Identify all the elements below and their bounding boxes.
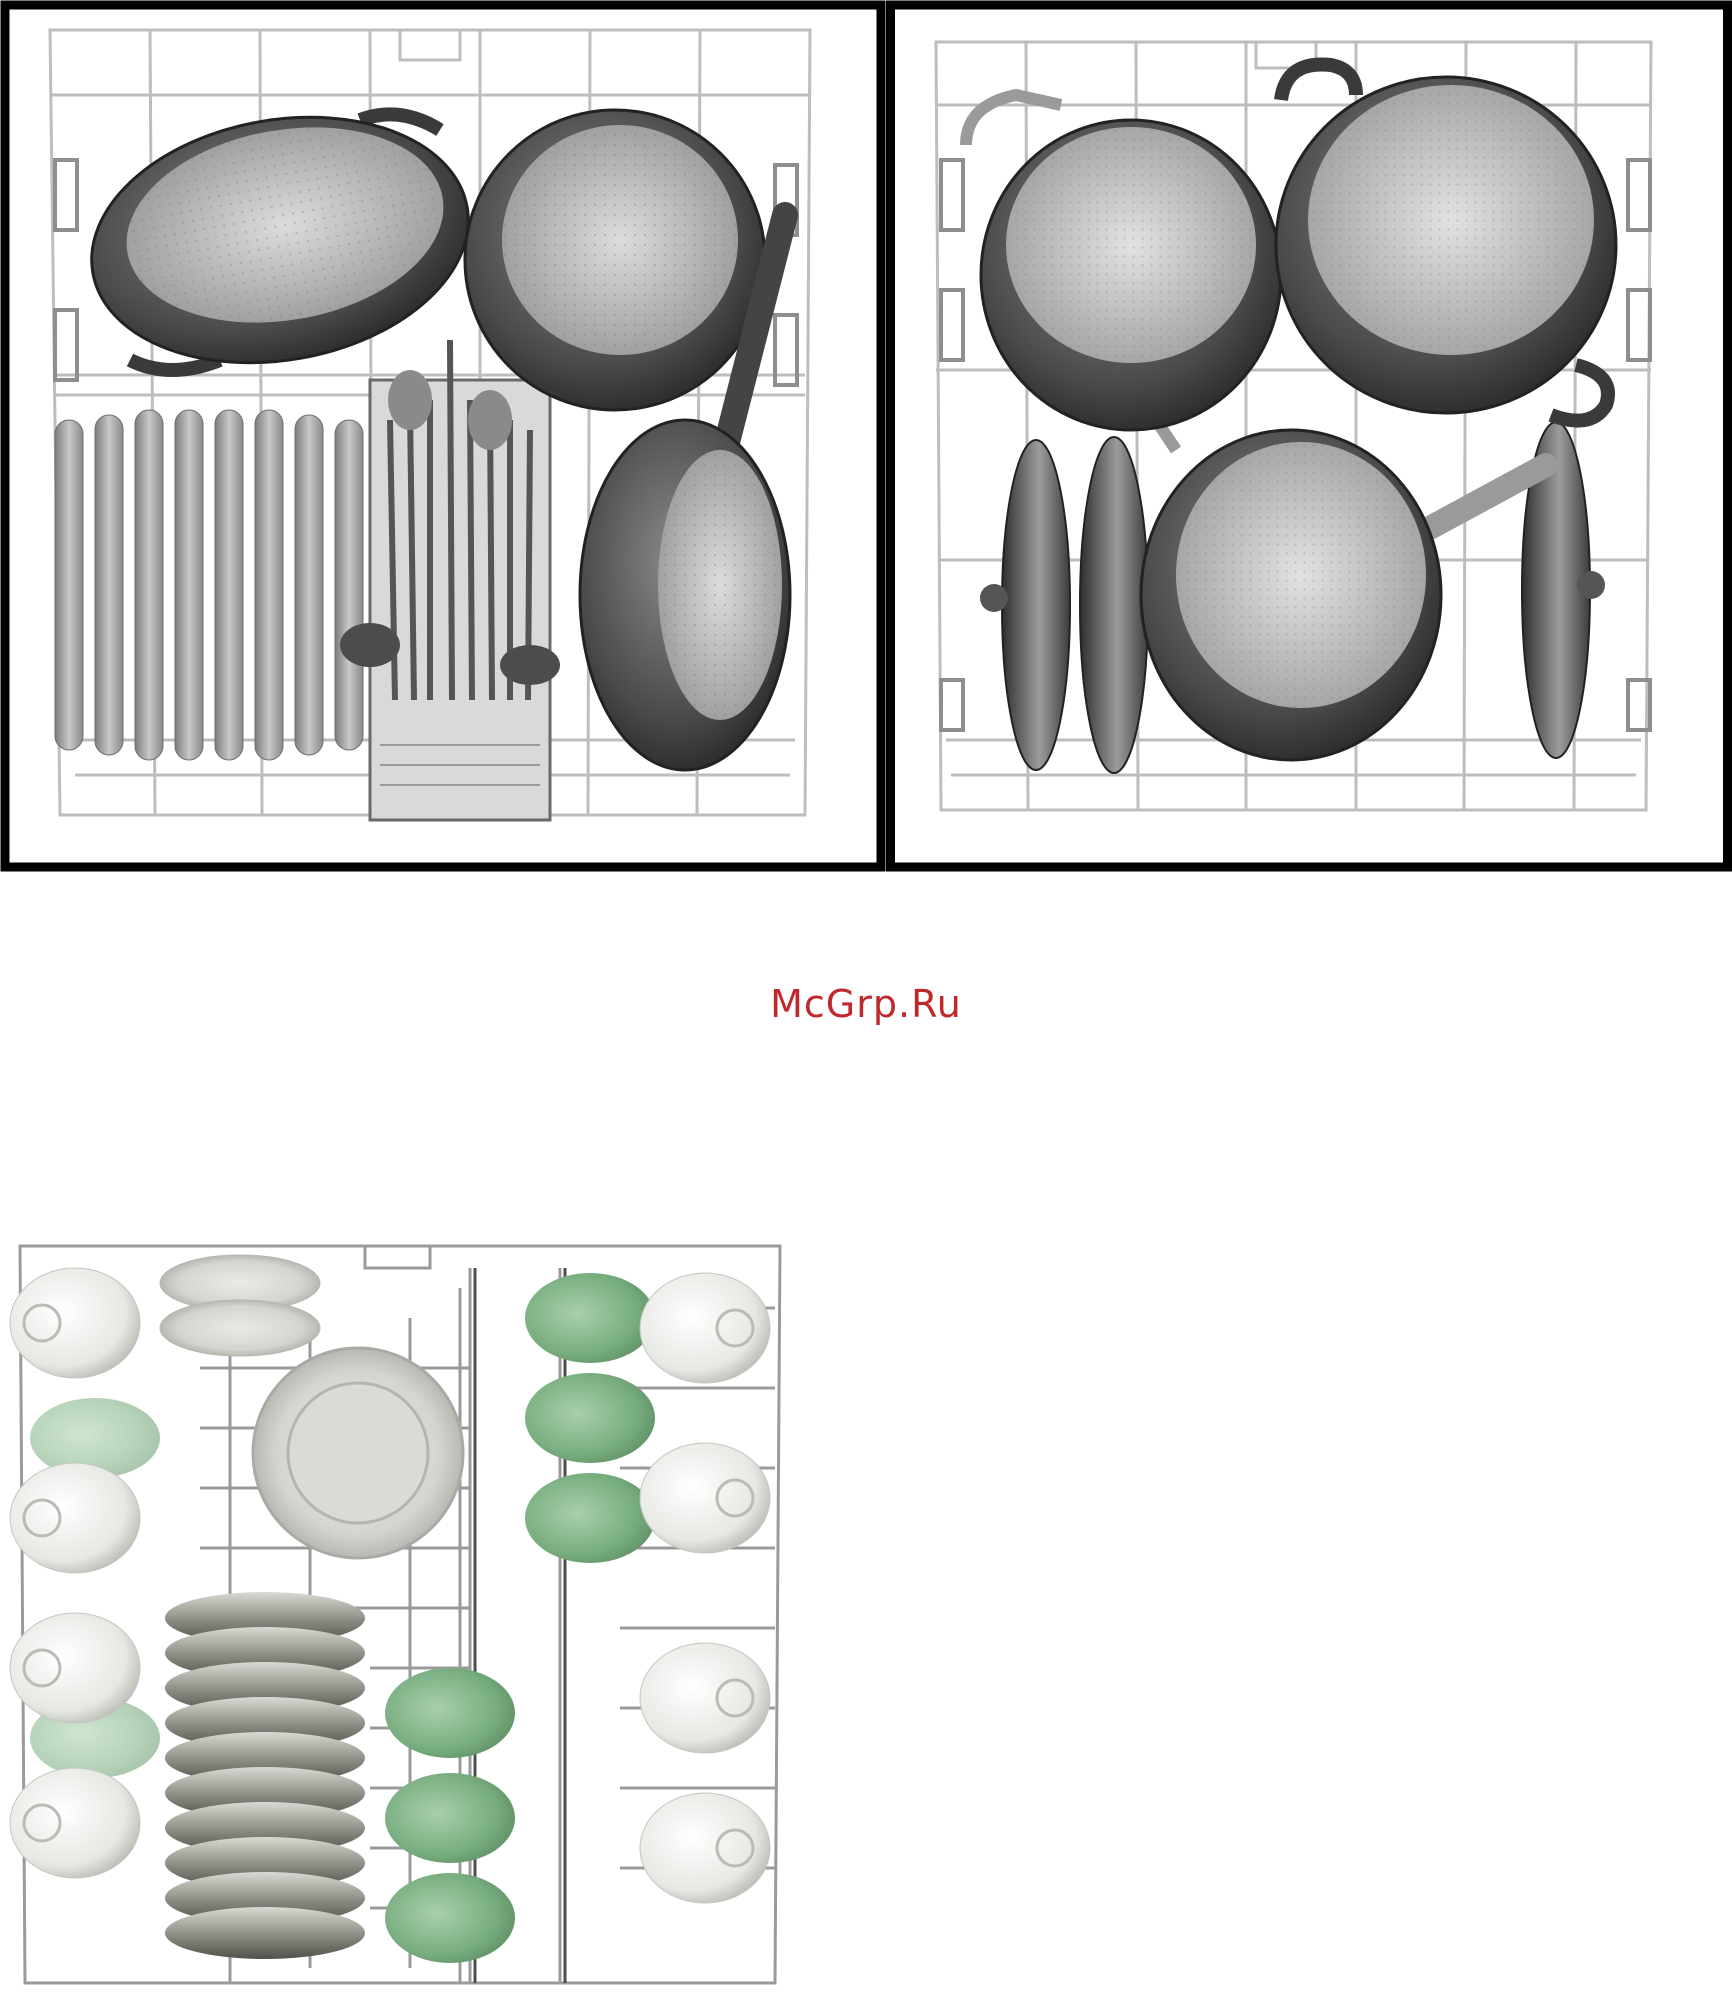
lower-basket-mixed-load-figure [0, 0, 886, 872]
lower-basket-pans-load-figure [886, 0, 1732, 872]
upper-basket-load-figure [0, 1228, 800, 2006]
upper-basket-illustration [0, 1228, 800, 2006]
watermark-text: McGrp.Ru [0, 982, 1732, 1026]
cups-right [640, 1273, 770, 1903]
saucers-stack [165, 1592, 365, 1959]
lower-basket-pans-illustration [886, 0, 1732, 872]
plate-center [253, 1348, 463, 1558]
cups-left [10, 1268, 140, 1878]
lower-basket-mixed-illustration [0, 0, 886, 872]
round-pan-top-right [465, 110, 765, 410]
bowls-top [160, 1255, 320, 1356]
